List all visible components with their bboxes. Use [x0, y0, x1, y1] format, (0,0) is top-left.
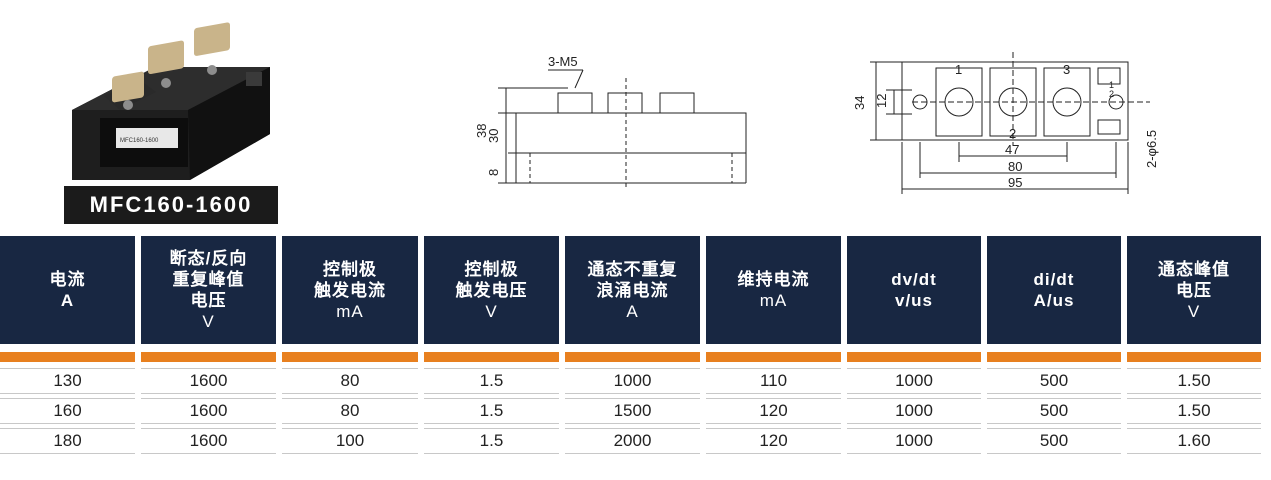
table-cell: 120	[706, 428, 841, 454]
dim-80: 80	[1008, 159, 1022, 174]
table-cell: 1600	[141, 368, 276, 394]
terminal-2: 2	[1009, 126, 1016, 141]
accent-bar	[565, 352, 700, 362]
header-line: 控制极	[464, 259, 519, 279]
table-cell: 500	[987, 368, 1121, 394]
table-cell: 130	[0, 368, 135, 394]
header-line: A/us	[1033, 291, 1075, 310]
header-unit: mA	[759, 291, 788, 310]
header-line: 通态不重复	[587, 259, 678, 279]
table-cell: 1000	[847, 428, 981, 454]
accent-bar	[424, 352, 559, 362]
header-line: 触发电压	[455, 280, 528, 300]
table-cell: 1600	[141, 428, 276, 454]
table-cell: 500	[987, 428, 1121, 454]
table-cell: 1.5	[424, 398, 559, 424]
header-unit: V	[485, 301, 498, 321]
top-view-drawing: 1 2 3 34 12 47 80 95 2-φ6.5 1 2	[852, 52, 1159, 194]
table-cell: 1000	[847, 368, 981, 394]
header-cell: dv/dt v/us	[847, 236, 981, 344]
table-cell: 1.5	[424, 428, 559, 454]
pin-label-2: 2	[1109, 89, 1114, 99]
table-cell: 2000	[565, 428, 700, 454]
header-unit: V	[1187, 301, 1201, 321]
side-view-drawing: 3-M5 38 30 8	[474, 54, 747, 188]
dim-38: 38	[474, 124, 489, 138]
header-line: 浪涌电流	[596, 280, 669, 300]
accent-bar	[847, 352, 981, 362]
terminal-3: 3	[1063, 62, 1070, 77]
dim-8: 8	[486, 169, 501, 176]
header-line: 电流	[49, 270, 86, 289]
dim-47: 47	[1005, 142, 1019, 157]
accent-bar	[0, 352, 135, 362]
table-cell: 80	[282, 398, 418, 424]
header-unit: V	[202, 312, 215, 331]
dim-34: 34	[852, 96, 867, 110]
header-unit: A	[626, 301, 639, 321]
header-cell: 维持电流 mA	[706, 236, 841, 344]
accent-bar	[1127, 352, 1261, 362]
product-photo: MFC160-1600	[72, 22, 270, 180]
accent-bar	[987, 352, 1121, 362]
table-cell: 1.50	[1127, 368, 1261, 394]
table-cell: 80	[282, 368, 418, 394]
header-line: 断态/反向	[169, 249, 248, 268]
header-line: 维持电流	[737, 270, 810, 289]
header-line: A	[60, 291, 75, 310]
table-cell: 1500	[565, 398, 700, 424]
dim-12: 12	[874, 94, 889, 108]
table-cell: 180	[0, 428, 135, 454]
table-cell: 1.5	[424, 368, 559, 394]
header-line: 电压	[190, 291, 227, 310]
header-line: 触发电流	[314, 280, 386, 300]
header-line: 电压	[1176, 280, 1212, 300]
table-cell: 120	[706, 398, 841, 424]
table-cell: 500	[987, 398, 1121, 424]
accent-bar	[141, 352, 276, 362]
dim-30: 30	[486, 129, 501, 143]
dim-95: 95	[1008, 175, 1022, 190]
table-cell: 1.50	[1127, 398, 1261, 424]
model-label: MFC160-1600	[64, 186, 278, 224]
table-cell: 160	[0, 398, 135, 424]
accent-bar	[706, 352, 841, 362]
screw-label: 3-M5	[548, 54, 578, 69]
table-cell: 1000	[565, 368, 700, 394]
header-line: 重复峰值	[172, 270, 245, 289]
header-line: di/dt	[1033, 270, 1075, 289]
table-accent-row	[0, 352, 1271, 362]
table-cell: 1600	[141, 398, 276, 424]
svg-text:MFC160-1600: MFC160-1600	[120, 138, 159, 144]
header-unit: mA	[336, 301, 364, 321]
header-line: 通态峰值	[1158, 259, 1230, 279]
header-cell: 断态/反向重复峰值电压 V	[141, 236, 276, 344]
header-cell: 电流 A	[0, 236, 135, 344]
pin-label-1: 1	[1109, 80, 1114, 90]
header-line: 控制极	[323, 259, 377, 279]
table-cell: 1.60	[1127, 428, 1261, 454]
dim-hole: 2-φ6.5	[1144, 130, 1159, 168]
header-line: v/us	[894, 291, 934, 310]
table-cell: 100	[282, 428, 418, 454]
header-line: dv/dt	[891, 270, 937, 289]
accent-bar	[282, 352, 418, 362]
table-cell: 110	[706, 368, 841, 394]
table-cell: 1000	[847, 398, 981, 424]
terminal-1: 1	[955, 62, 962, 77]
